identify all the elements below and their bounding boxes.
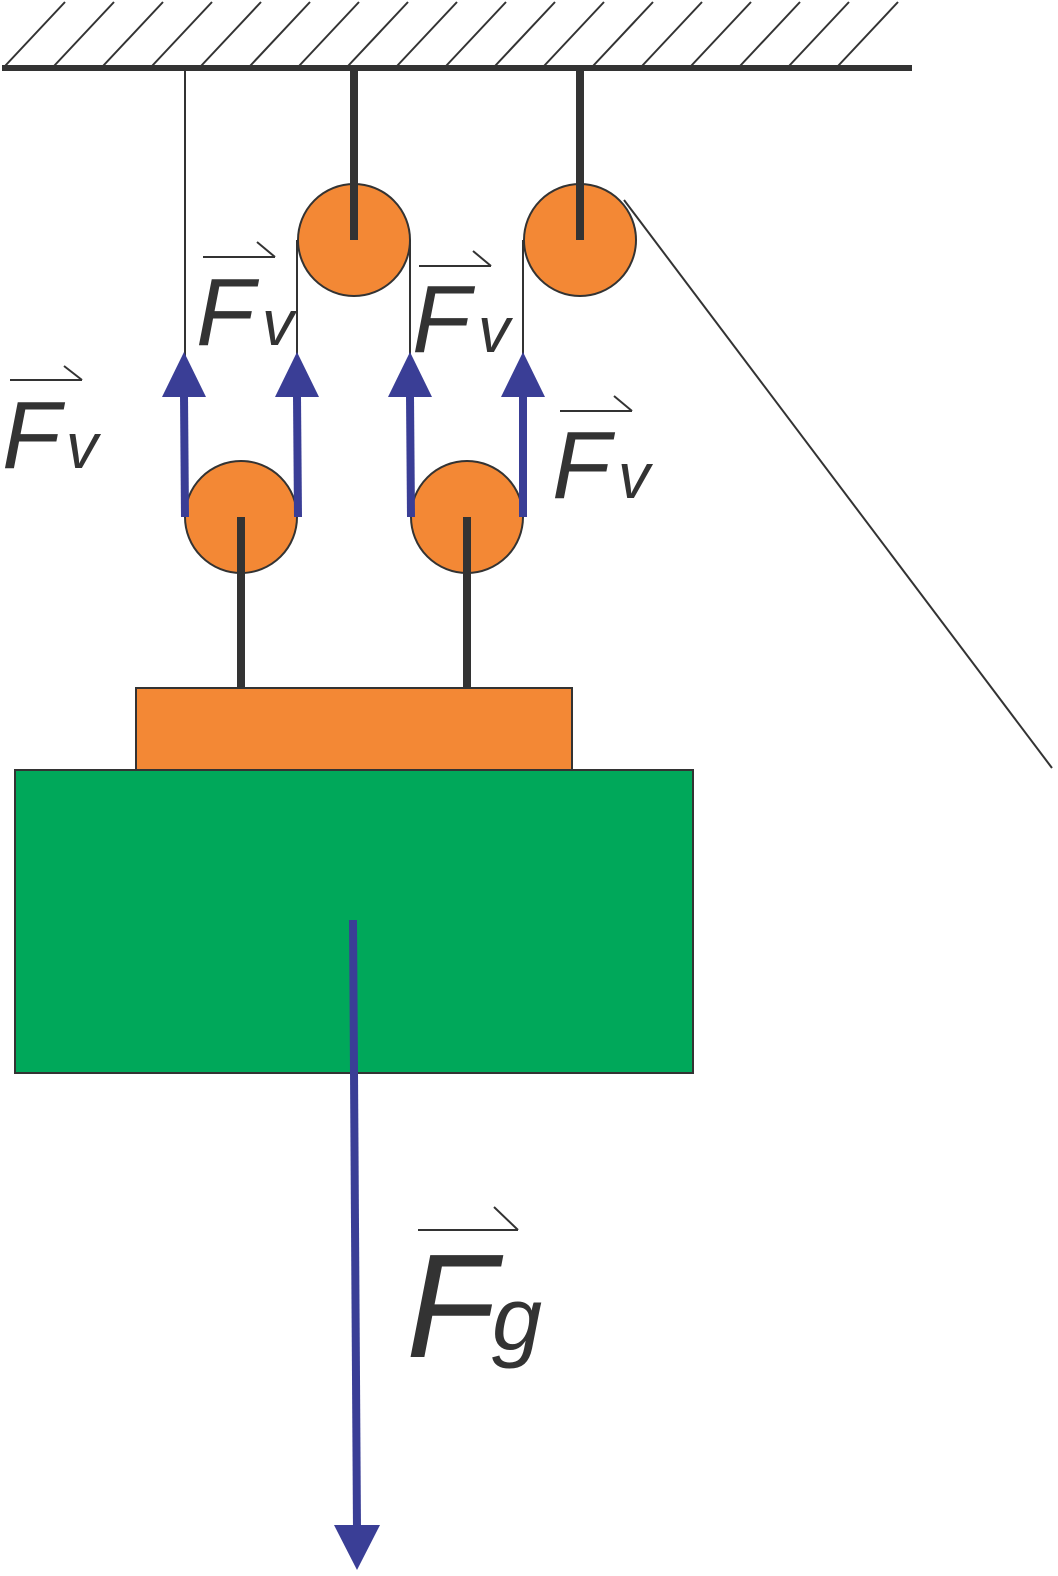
movable-pulleys bbox=[184, 460, 524, 688]
tension-arrows bbox=[162, 352, 545, 518]
label-tension-right: F v bbox=[552, 395, 654, 519]
label-tension-mid-right-subscript: v bbox=[478, 294, 514, 366]
label-gravity-symbol: F bbox=[406, 1224, 504, 1389]
tension-arrow-4 bbox=[501, 352, 545, 517]
rope bbox=[184, 68, 1053, 769]
label-tension-left-subscript: v bbox=[66, 410, 102, 482]
label-gravity-subscript: g bbox=[492, 1270, 542, 1370]
label-tension-mid-left: F v bbox=[196, 241, 298, 366]
plate bbox=[135, 687, 573, 771]
label-tension-right-symbol: F bbox=[552, 412, 616, 519]
label-gravity: F g bbox=[406, 1206, 542, 1389]
tension-arrow-1 bbox=[162, 352, 206, 518]
gravity-arrow bbox=[334, 919, 380, 1570]
label-tension-mid-left-symbol: F bbox=[196, 259, 260, 366]
tension-arrow-3 bbox=[388, 352, 432, 518]
ceiling-hatching bbox=[4, 1, 899, 67]
label-tension-left: F v bbox=[2, 365, 102, 489]
label-tension-mid-right-symbol: F bbox=[412, 266, 476, 373]
fixed-pulleys bbox=[297, 68, 637, 297]
rope-free-end bbox=[623, 199, 1053, 769]
label-tension-mid-left-subscript: v bbox=[262, 287, 298, 359]
label-tension-left-symbol: F bbox=[2, 382, 66, 489]
label-tension-mid-right: F v bbox=[412, 250, 514, 373]
tension-arrow-2 bbox=[275, 352, 319, 518]
label-tension-right-subscript: v bbox=[618, 440, 654, 512]
